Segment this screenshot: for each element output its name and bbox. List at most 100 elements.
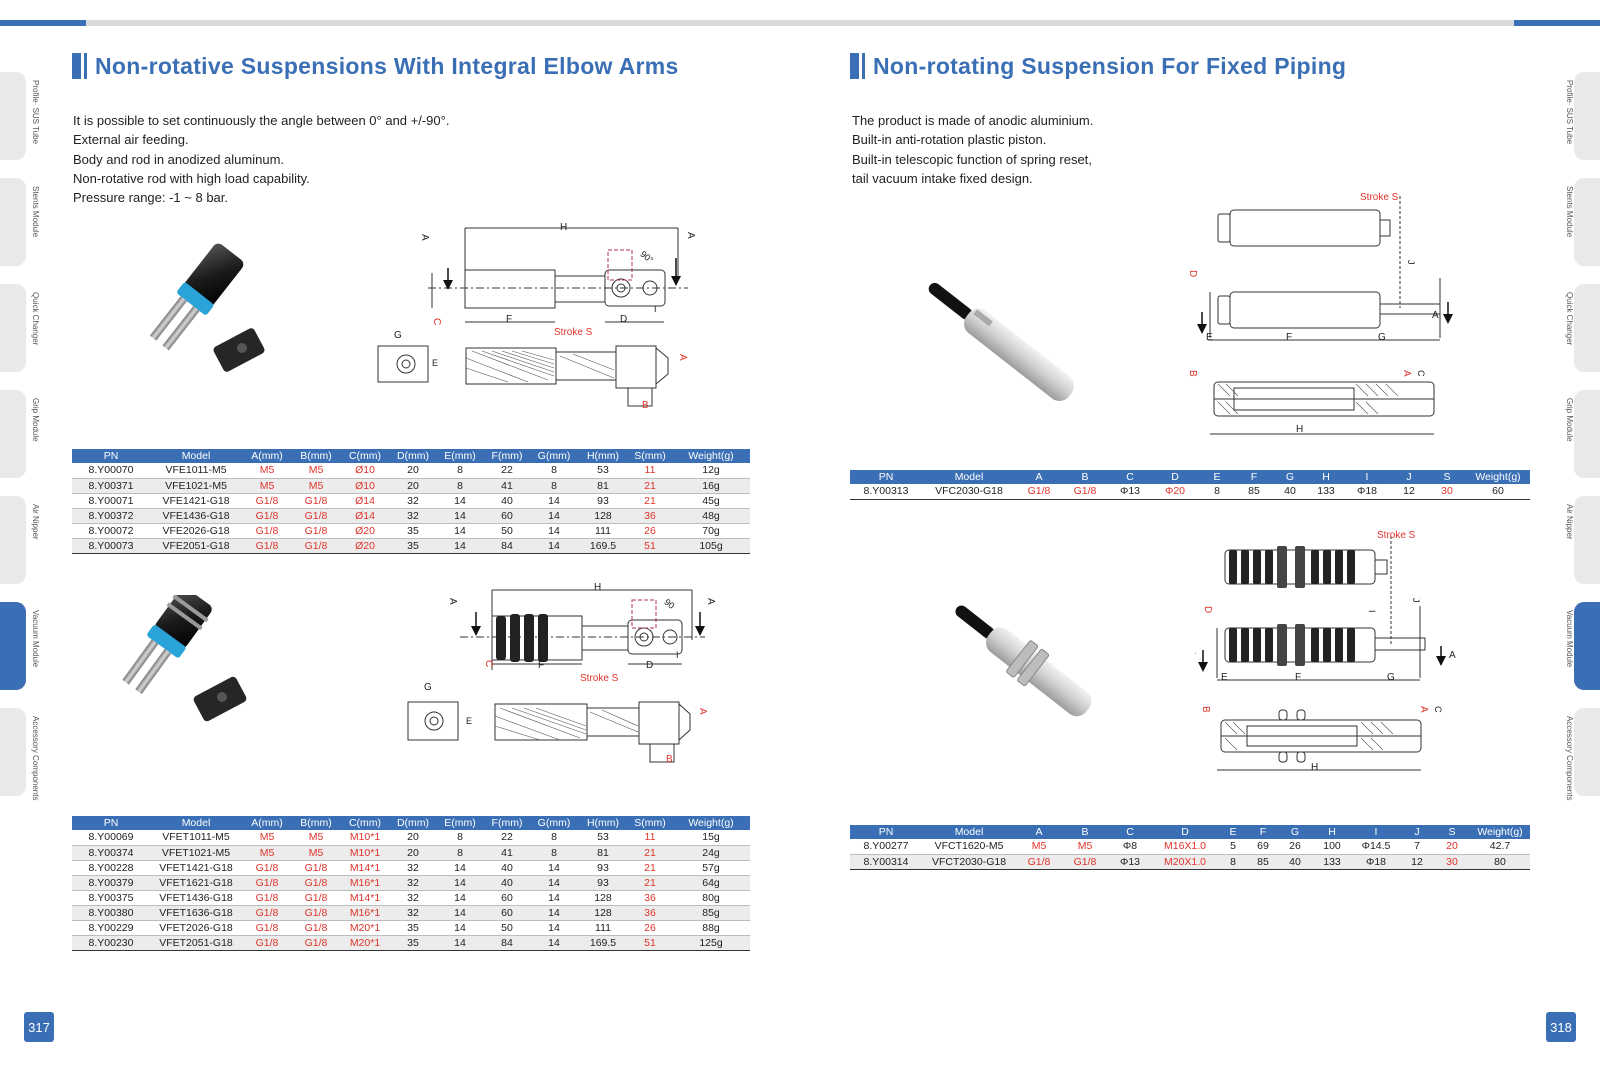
cell-pn: 8.Y00313 xyxy=(850,484,922,500)
cell-s: 26 xyxy=(628,523,672,539)
cell-e: 14 xyxy=(436,538,484,554)
cell-h: 128 xyxy=(578,508,628,524)
cell-weight: 70g xyxy=(672,523,750,539)
col-a: A xyxy=(1016,825,1062,839)
cell-pn: 8.Y00229 xyxy=(72,920,150,936)
cell-weight: 24g xyxy=(672,845,750,861)
cell-model: VFET2026-G18 xyxy=(150,920,242,936)
cell-h: 93 xyxy=(578,493,628,509)
cell-pn: 8.Y00314 xyxy=(850,854,922,870)
drawing2-label-i: I xyxy=(676,650,679,660)
cell-c: M16*1 xyxy=(340,905,390,921)
cell-c: Φ13 xyxy=(1108,854,1152,870)
cell-model: VFE2051-G18 xyxy=(150,538,242,554)
cell-model: VFET1021-M5 xyxy=(150,845,242,861)
side-tab-profile-sus-tube[interactable] xyxy=(1574,72,1600,160)
dimension-drawing-vfct: Stroke S D I J A A E F G B A C H xyxy=(1195,530,1456,773)
drawing4-label-stroke: Stroke S xyxy=(1377,530,1416,541)
col-model: Model xyxy=(922,470,1016,484)
side-tab-accessory-components[interactable] xyxy=(1574,708,1600,796)
cell-pn: 8.Y00073 xyxy=(72,538,150,554)
col-s: S(mm) xyxy=(628,816,672,830)
side-tab-grip-module[interactable] xyxy=(1574,390,1600,478)
cell-d: 35 xyxy=(390,920,436,936)
cell-weight: 15g xyxy=(672,830,750,846)
col-pn: PN xyxy=(850,470,922,484)
col-g: G(mm) xyxy=(530,449,578,463)
cell-b: M5 xyxy=(292,478,340,494)
side-tab-accessory-components[interactable] xyxy=(0,708,26,796)
drawing4-label-d: D xyxy=(1202,606,1213,613)
cell-model: VFET1621-G18 xyxy=(150,875,242,891)
drawing-label-i: I xyxy=(654,304,657,314)
side-tab-stents-module[interactable] xyxy=(1574,178,1600,266)
cell-pn: 8.Y00380 xyxy=(72,905,150,921)
cell-i: Φ18 xyxy=(1352,854,1400,870)
cell-c: Ø20 xyxy=(340,538,390,554)
cell-a: G1/8 xyxy=(242,860,292,876)
col-model: Model xyxy=(150,449,242,463)
cell-a: G1/8 xyxy=(242,875,292,891)
drawing3-label-h: H xyxy=(1296,424,1303,435)
side-tab-profile-sus-tube[interactable] xyxy=(0,72,26,160)
cell-e: 8 xyxy=(1218,854,1248,870)
side-label-left-6: Accessory Components xyxy=(31,716,40,801)
left-desc-line-2: External air feeding. xyxy=(73,132,189,148)
col-b: B(mm) xyxy=(292,816,340,830)
col-d: D xyxy=(1152,825,1218,839)
side-tab-stents-module[interactable] xyxy=(0,178,26,266)
cell-g: 14 xyxy=(530,860,578,876)
cell-a: G1/8 xyxy=(242,538,292,554)
drawing3-label-b: B xyxy=(1190,370,1198,377)
cell-h: 53 xyxy=(578,830,628,846)
col-c: C xyxy=(1108,825,1152,839)
product-photo-vfc xyxy=(928,282,1075,401)
cell-s: 11 xyxy=(628,463,672,479)
cell-s: 21 xyxy=(628,845,672,861)
cell-s: 30 xyxy=(1434,854,1470,870)
drawing3-label-d: D xyxy=(1190,270,1198,277)
cell-h: 133 xyxy=(1312,854,1352,870)
left-desc-line-1: It is possible to set continuously the a… xyxy=(73,113,450,128)
cell-s: 21 xyxy=(628,860,672,876)
side-tab-air-nipper[interactable] xyxy=(0,496,26,584)
cell-c: Φ13 xyxy=(1108,484,1152,500)
cell-pn: 8.Y00072 xyxy=(72,523,150,539)
right-title-text: Non-rotating Suspension For Fixed Piping xyxy=(873,52,1347,79)
cell-model: VFET1011-M5 xyxy=(150,830,242,846)
cell-d: 32 xyxy=(390,860,436,876)
side-tab-quick-changer[interactable] xyxy=(0,284,26,372)
side-tab-vacuum-module[interactable] xyxy=(1574,602,1600,690)
drawing4-label-i: I xyxy=(1367,610,1377,613)
drawing4-label-a-left: A xyxy=(1195,646,1196,657)
cell-g: 40 xyxy=(1278,854,1312,870)
drawing3-label-a-section: A xyxy=(1401,370,1412,377)
cell-c: Ø14 xyxy=(340,493,390,509)
cell-a: M5 xyxy=(242,463,292,479)
drawing2-label-d: D xyxy=(646,660,653,671)
page-number-right: 318 xyxy=(1546,1012,1576,1042)
cell-f: 41 xyxy=(484,478,530,494)
col-c: C xyxy=(1108,470,1152,484)
side-tab-grip-module[interactable] xyxy=(0,390,26,478)
cell-c: M16*1 xyxy=(340,875,390,891)
cell-e: 14 xyxy=(436,920,484,936)
drawing4-label-j: J xyxy=(1411,598,1421,603)
drawing-label-d: D xyxy=(620,314,627,325)
col-weight: Weight(g) xyxy=(1466,470,1530,484)
cell-h: 93 xyxy=(578,875,628,891)
side-tab-quick-changer[interactable] xyxy=(1574,284,1600,372)
cell-weight: 12g xyxy=(672,463,750,479)
side-label-right-3: Grip Module xyxy=(1565,398,1574,442)
cell-e: 14 xyxy=(436,493,484,509)
cell-model: VFE1021-M5 xyxy=(150,478,242,494)
side-tab-vacuum-module[interactable] xyxy=(0,602,26,690)
drawing-label-a-right: A xyxy=(685,232,696,239)
cell-i: Φ18 xyxy=(1344,484,1390,500)
cell-pn: 8.Y00371 xyxy=(72,478,150,494)
drawing3-label-a-right: A xyxy=(1432,310,1439,321)
side-tab-air-nipper[interactable] xyxy=(1574,496,1600,584)
